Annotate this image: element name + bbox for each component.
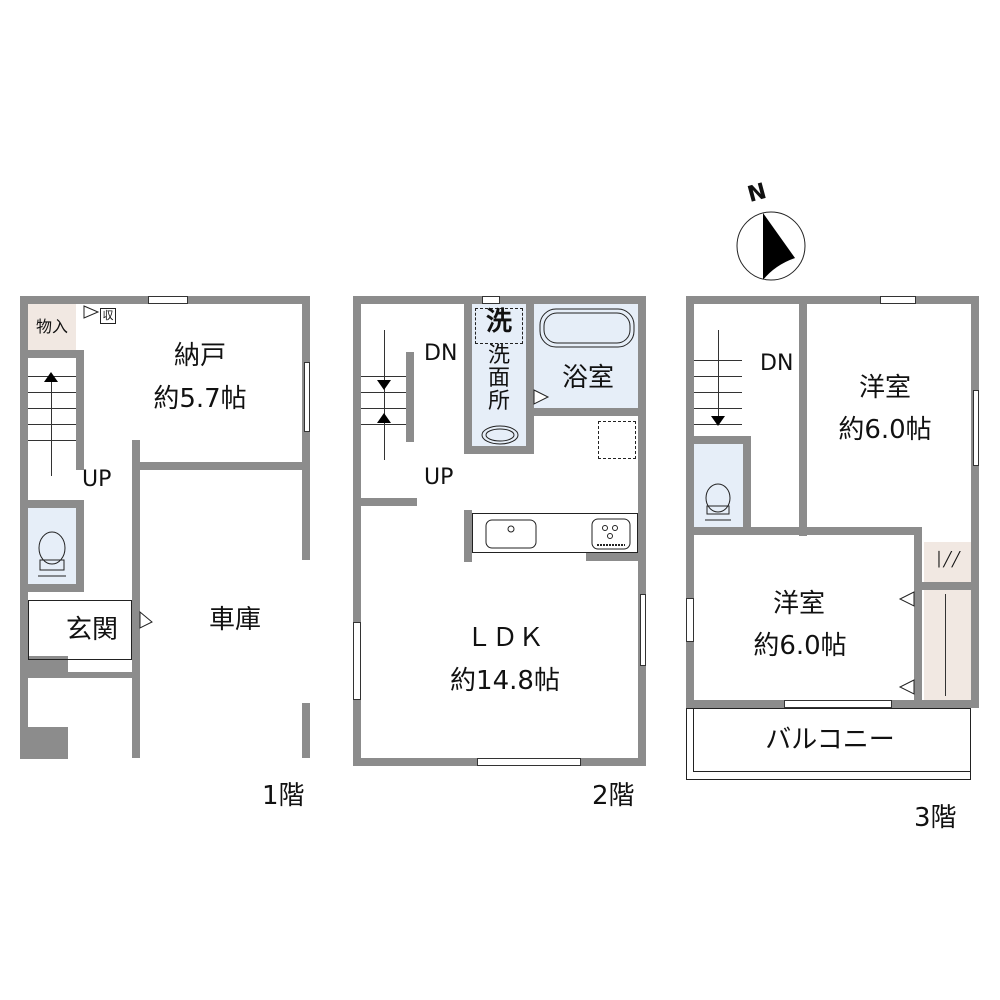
wall <box>132 462 310 470</box>
kitchen-sink-icon <box>485 519 537 549</box>
toilet <box>28 508 76 584</box>
washroom-char: 洗 <box>487 343 510 368</box>
floor-2-label: 2階 <box>592 781 635 811</box>
washroom-label: 洗 面 所 <box>472 344 526 413</box>
stair-up-arrow-icon <box>377 413 391 423</box>
window <box>784 700 892 708</box>
western-room-1-label: 洋室 <box>858 373 911 403</box>
bathroom-label: 浴室 <box>561 363 614 393</box>
window <box>353 622 361 700</box>
wall <box>20 727 68 759</box>
bathtub-icon <box>539 308 635 348</box>
stair-down-arrow-icon <box>377 380 391 390</box>
wall <box>302 703 310 758</box>
toilet <box>694 444 743 527</box>
stairs-up-label: UP <box>82 467 112 492</box>
door-swing-icon <box>533 389 550 405</box>
window <box>880 296 916 304</box>
storage-closet-label: 物入 <box>35 317 68 336</box>
washroom-char: 面 <box>487 366 510 391</box>
wall <box>20 656 68 676</box>
compass-north-label: N <box>745 179 770 208</box>
stairs-down-label: DN <box>424 341 458 366</box>
wall <box>28 584 84 592</box>
wall <box>914 527 922 700</box>
wall <box>694 436 750 444</box>
wall <box>464 510 472 562</box>
washing-machine-space <box>475 308 523 344</box>
western-room-2-label: 洋室 <box>772 589 825 619</box>
window <box>304 362 310 432</box>
closet-hanger-icon: │╱╱ <box>934 552 961 568</box>
entrance-label: 玄関 <box>65 615 118 645</box>
wall <box>799 304 807 536</box>
stove-icon <box>591 518 631 550</box>
window <box>686 598 694 642</box>
wall <box>20 296 28 736</box>
garage-label: 車庫 <box>208 605 261 635</box>
stairs-up-label: UP <box>424 465 454 490</box>
window <box>482 296 500 304</box>
window <box>148 296 188 304</box>
wall <box>20 672 140 678</box>
floor-1-label: 1階 <box>262 781 305 811</box>
nando-label: 納戸 <box>173 341 226 371</box>
toilet-icon <box>38 531 66 577</box>
western-room-1-size: 約6.0帖 <box>838 415 932 445</box>
window <box>640 594 646 666</box>
storage-mark: 収 <box>100 308 116 324</box>
wall <box>353 296 361 766</box>
stair-up-arrow-icon <box>44 372 58 382</box>
wall <box>743 436 751 530</box>
balcony-inner <box>693 708 971 772</box>
western-room-2-size: 約6.0帖 <box>753 631 847 661</box>
wall <box>686 296 694 708</box>
north-arrow-icon <box>736 211 806 281</box>
balcony-label: バルコニー <box>765 725 895 755</box>
window <box>973 390 979 466</box>
wall <box>638 296 646 766</box>
wall <box>464 304 472 454</box>
closet <box>924 590 971 700</box>
washing-machine-label: 洗 <box>485 307 512 337</box>
stair-down-arrow-icon <box>711 416 725 426</box>
door-swing-icon <box>898 591 915 607</box>
wall <box>914 582 971 590</box>
entrance-area <box>28 600 132 660</box>
wall <box>302 470 310 560</box>
wall <box>526 304 534 454</box>
wall <box>361 498 417 506</box>
wall <box>694 527 914 535</box>
ldk-size: 約14.8帖 <box>450 666 560 696</box>
storage-closet <box>28 304 76 350</box>
wall <box>76 500 84 592</box>
sink-icon <box>481 425 519 445</box>
toilet-icon <box>705 483 731 521</box>
wall <box>406 352 414 442</box>
wall <box>586 553 638 561</box>
fridge-space <box>598 421 636 459</box>
kitchen-counter <box>472 513 638 553</box>
wall <box>28 350 84 358</box>
wall <box>464 446 534 454</box>
wall <box>132 440 140 758</box>
door-swing-icon <box>83 305 100 319</box>
floor-3-label: 3階 <box>914 803 957 833</box>
nando-size: 約5.7帖 <box>153 384 247 414</box>
ldk-label: ＬＤＫ <box>465 623 544 653</box>
washroom <box>472 304 526 446</box>
wall <box>28 500 84 508</box>
wall <box>76 350 84 470</box>
closet <box>924 542 971 582</box>
stairs-down-label: DN <box>760 351 794 376</box>
door-swing-icon <box>898 679 915 695</box>
washroom-char: 所 <box>487 389 510 414</box>
bathroom <box>534 304 638 408</box>
window <box>477 758 581 766</box>
wall <box>686 296 979 304</box>
door-swing-icon <box>139 610 153 629</box>
wall <box>971 296 979 708</box>
wall <box>534 408 638 416</box>
